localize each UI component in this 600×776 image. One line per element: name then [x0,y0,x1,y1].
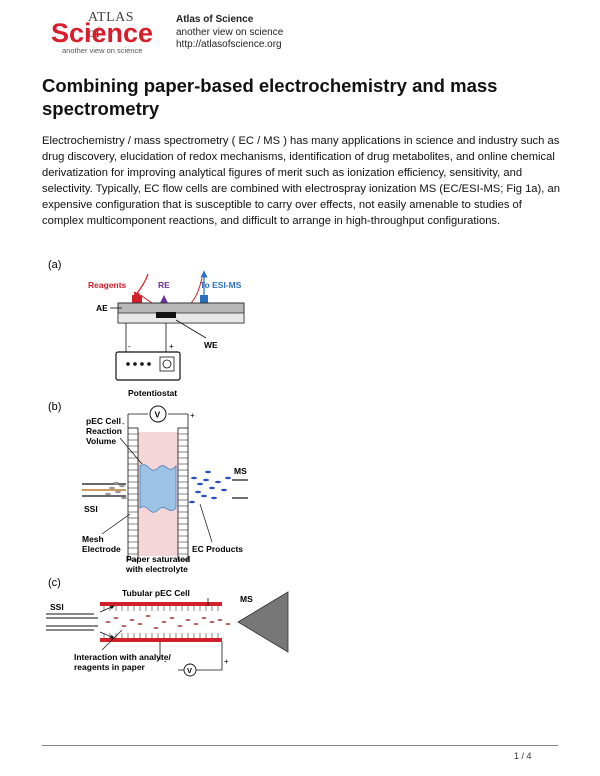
c-ssi-label: SSI [50,602,64,612]
we-label: WE [204,340,218,350]
tube-wall-bottom [100,638,222,642]
voltmeter-icon [149,405,167,423]
reagents-port [132,295,142,303]
paper-label-1: Paper saturated [126,554,190,564]
mesh-label-1: Mesh [82,534,104,544]
potentiostat-knob [159,356,175,372]
we-pointer [175,319,207,339]
working-electrode [156,312,176,318]
c-voltmeter-v: V [187,666,192,675]
logo-atlas-of-text: ATLAS of [88,10,135,41]
figure-svg: (a) Reagents RE To ESI-MS AE WE - + Pote… [46,259,289,677]
footer-divider [42,745,558,746]
potentiostat-label: Potentiostat [128,388,177,398]
panel-c-label: (c) [48,577,61,589]
pec-cell-label-2: Reaction [86,426,122,436]
b-minus-label: - [122,419,125,428]
reagent-flow-arrow [133,273,149,300]
site-tagline: another view on science [176,26,284,38]
interaction-label-2: reagents in paper [74,662,146,672]
re-label: RE [158,280,170,290]
logo-tagline: another view on science [62,46,143,55]
panel-b: (b) pEC Cell Reaction Volume V - + SSI [48,401,248,574]
pec-cell-label-3: Volume [86,436,116,446]
article-title: Combining paper-based electrochemistry a… [42,75,498,119]
c-voltmeter-icon [183,663,197,677]
tube-droplets [105,615,231,629]
interaction-pointer [101,629,123,651]
re-port [160,295,168,303]
esi-port [200,295,208,303]
b-plus-label: + [190,411,195,420]
ec-products-label: EC Products [192,544,243,554]
reaction-pointer [119,437,143,465]
ae-label: AE [96,303,108,313]
article-paragraph: Electrochemistry / mass spectrometry ( E… [42,135,560,227]
mesh-pointer [101,513,131,535]
interaction-label-1: Interaction with analyte/ [74,652,171,662]
mesh-label-2: Electrode [82,544,121,554]
c-plus-label: + [224,657,229,666]
products-pointer [199,503,213,543]
reagents-label: Reagents [88,280,127,290]
panel-b-label: (b) [48,401,61,413]
c-minus-label: - [164,657,167,666]
reaction-volume [139,464,177,513]
b-ssi-label: SSI [84,504,98,514]
site-url[interactable]: http://atlasofscience.org [176,39,282,50]
ec-products-ions [189,470,231,504]
panel-c: (c) Tubular pEC Cell SSI MS [46,577,289,677]
tube-mesh-top [103,606,219,611]
page-number: 1 / 4 [514,751,532,761]
tube-wall-top [100,602,222,606]
cell-base [117,312,245,324]
to-esi-ms-label: To ESI-MS [200,280,242,290]
site-info: Atlas of Science another view on science… [176,14,283,52]
c-ms-label: MS [240,594,253,604]
tube-mesh-bottom [103,633,219,638]
b-ms-label: MS [234,466,247,476]
panel-a: (a) Reagents RE To ESI-MS AE WE - + Pote… [48,259,245,398]
panel-a-label: (a) [48,259,61,271]
mesh-electrode-right [177,427,189,561]
voltmeter-v: V [155,410,161,420]
figure-1: (a) Reagents RE To ESI-MS AE WE - + Pote… [42,252,332,692]
site-name: Atlas of Science [176,14,254,25]
ssi-droplets [105,481,127,500]
plus-label: + [169,342,174,351]
logo-science-text: Science [51,18,154,48]
paper-label-2: with electrolyte [125,564,188,574]
tubular-cell-label: Tubular pEC Cell [122,588,190,598]
minus-label: - [128,342,131,351]
pec-cell-label-1: pEC Cell [86,416,121,426]
atlas-of-science-logo[interactable]: ATLAS of Science another view on science [50,10,154,55]
ms-cone [237,591,289,653]
mesh-electrode-left [127,427,139,561]
